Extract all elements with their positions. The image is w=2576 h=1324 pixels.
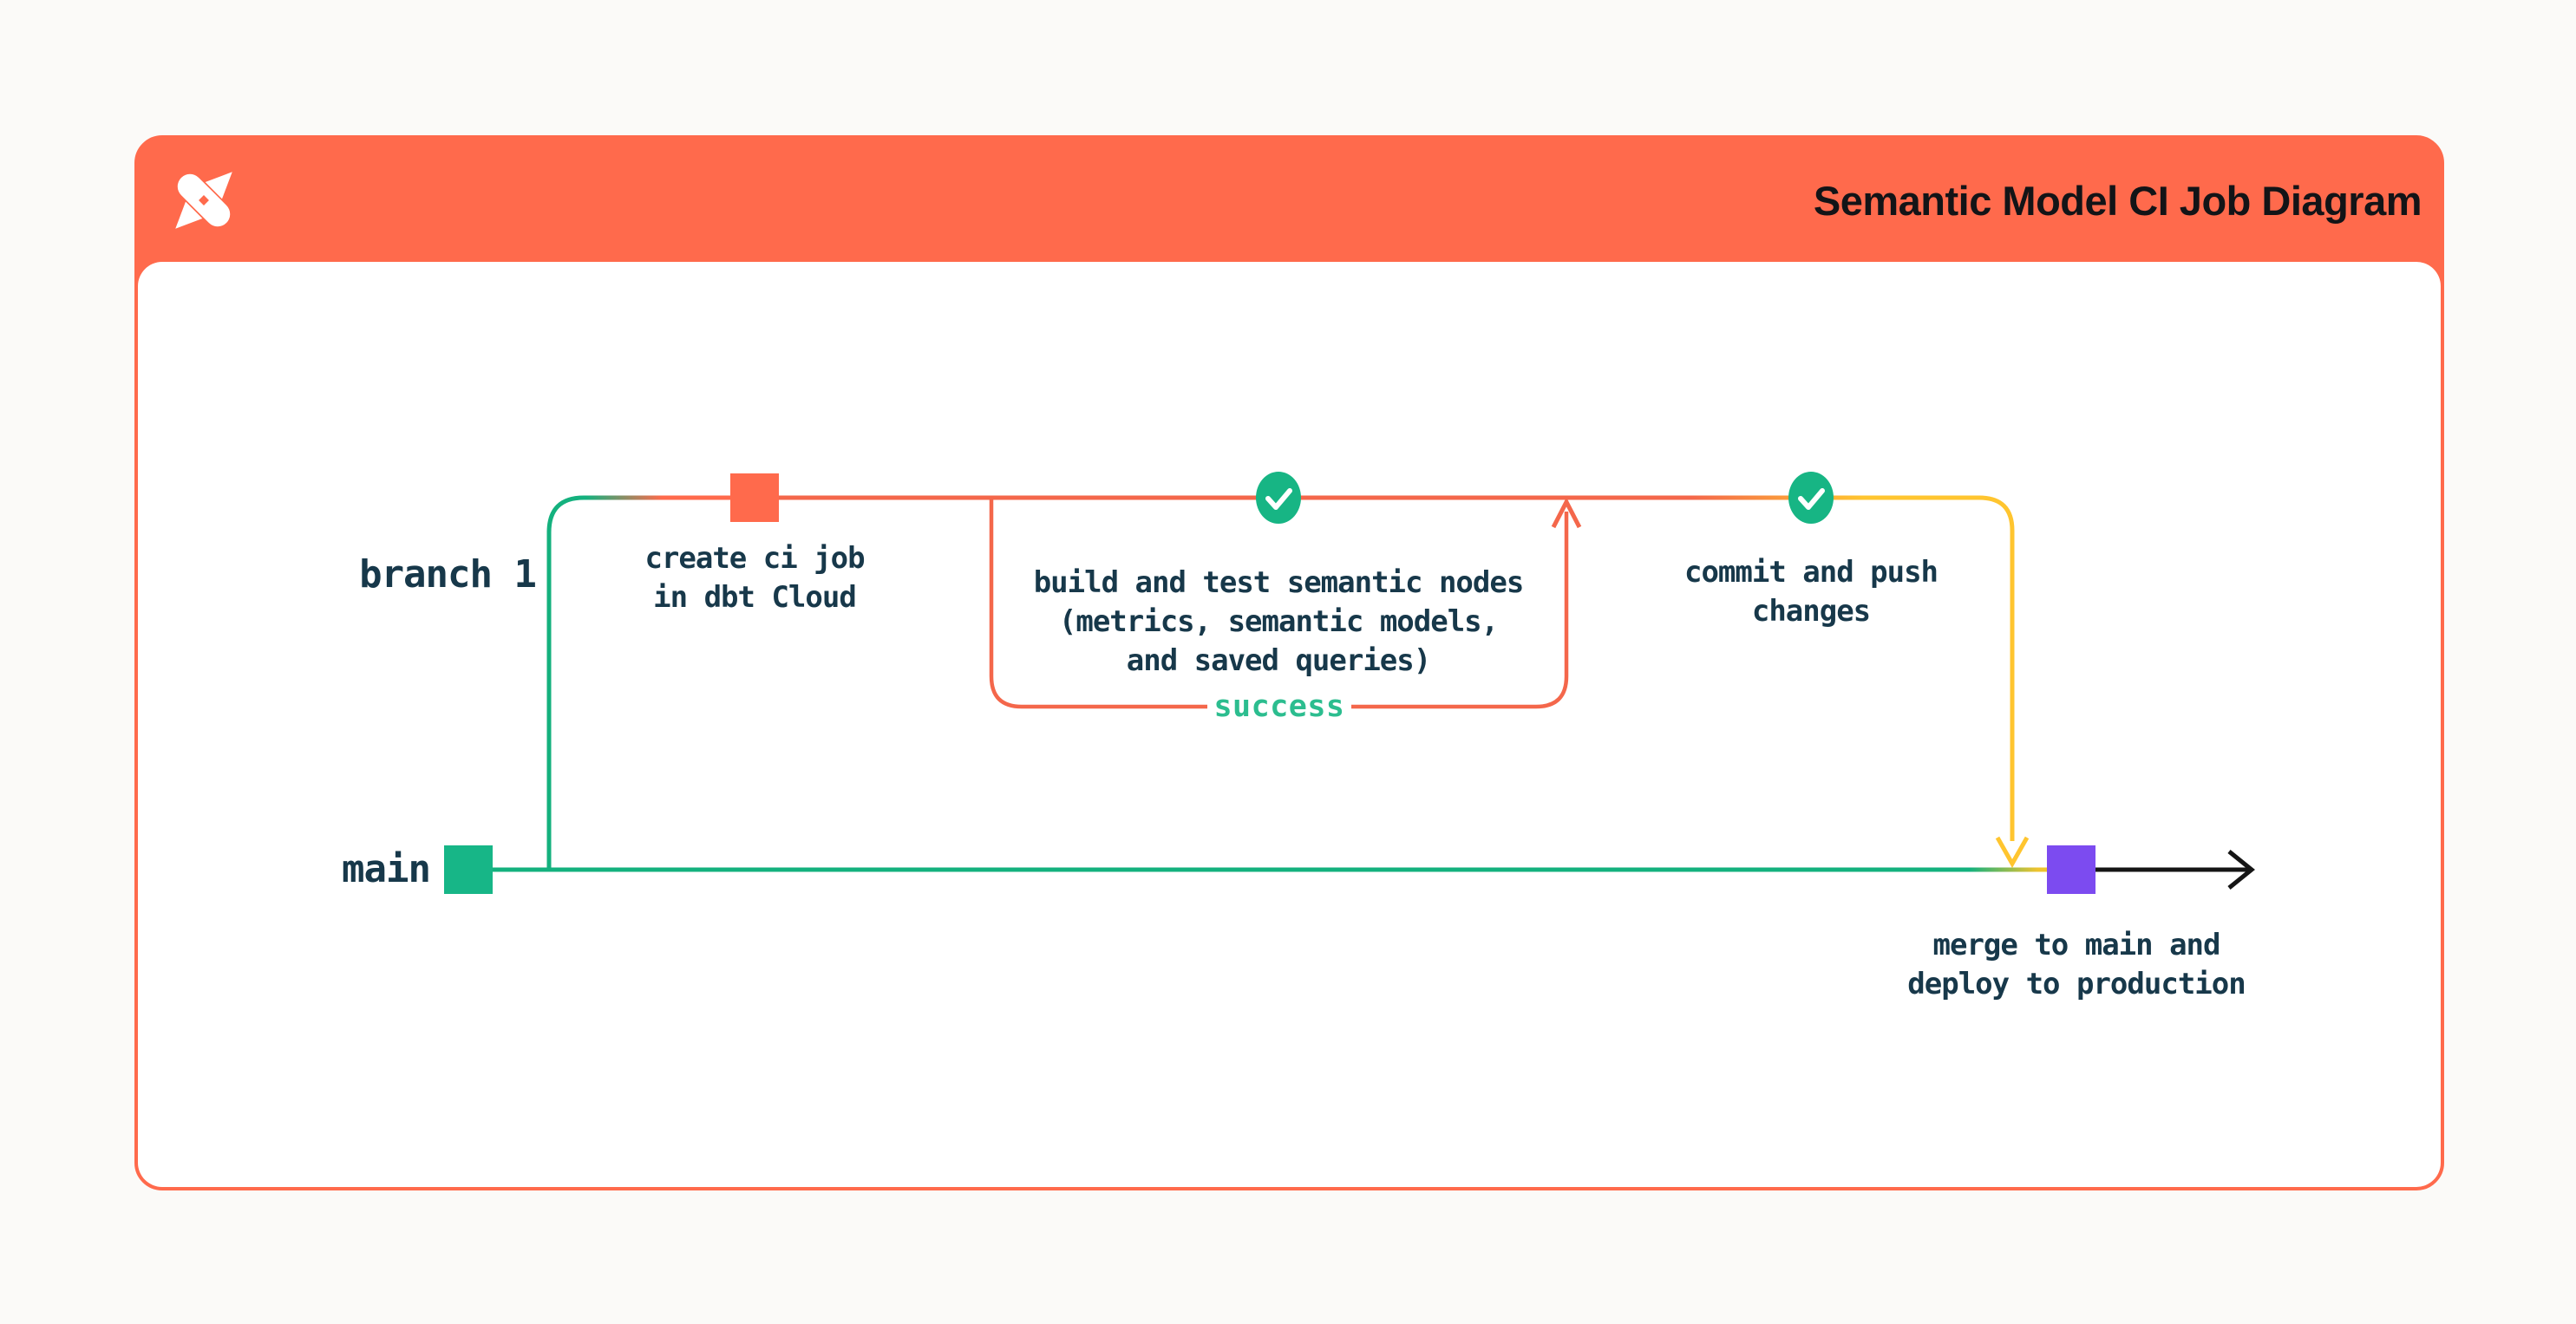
diagram-canvas [138, 262, 2441, 1187]
step-merge-deploy-label: merge to main and deploy to production [1907, 928, 2246, 1001]
step-commit-push-label: commit and push changes [1684, 555, 1939, 629]
logo-center-diamond [199, 195, 209, 205]
step-create-ci-job-label: create ci job in dbt Cloud [644, 541, 865, 615]
branch-1-label: branch 1 [359, 552, 537, 597]
page-title: Semantic Model CI Job Diagram [1813, 177, 2422, 224]
main-label: main [342, 847, 431, 891]
success-label: success [1213, 689, 1345, 724]
dbt-logo-icon [175, 172, 232, 229]
step-build-and-test-label: build and test semantic nodes (metrics, … [1033, 565, 1525, 678]
header-bar: Semantic Model CI Job Diagram [138, 139, 2441, 262]
